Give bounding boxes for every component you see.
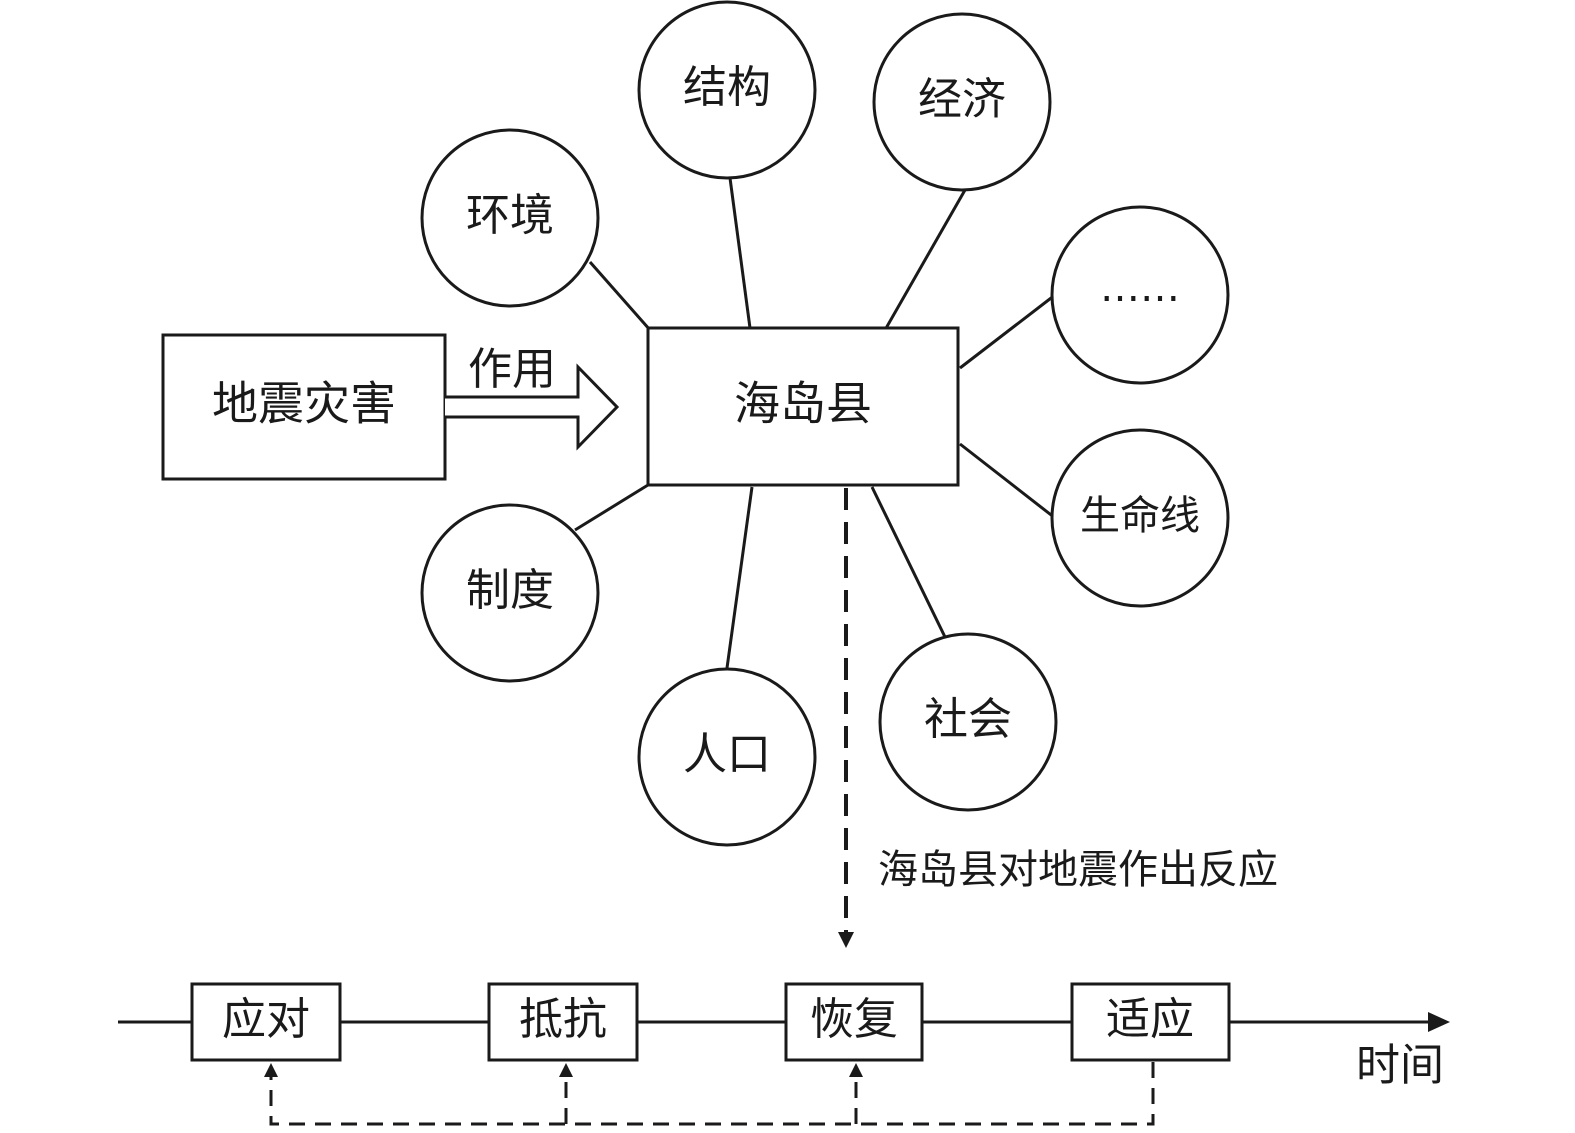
factor-structure-circle [637,0,817,180]
stage-adapt: 适应 [1070,982,1231,1062]
factor-population-label: 人口 [683,729,771,780]
timeline-axis-label: 时间 [1356,1040,1444,1091]
stage-resist: 抵抗 [487,982,639,1062]
factor-structure: 结构 [637,0,817,180]
factor-more-label: …… [1100,265,1180,311]
center-box [646,326,960,487]
hazard-node: 地震灾害 [161,333,447,481]
factor-connectors [574,177,1056,669]
feedback-arrowhead-resist [559,1063,573,1077]
factor-more-circle [1050,205,1230,385]
factor-institution: 制度 [420,503,600,683]
connector-economy [883,189,967,331]
factor-more: …… [1050,205,1230,385]
factor-institution-circle [420,503,600,683]
connector-population [725,486,754,669]
stage-respond-label: 应对 [222,994,310,1045]
stage-recover-box [784,982,924,1062]
factor-economy-circle [872,12,1052,192]
factor-lifeline-circle [1050,428,1230,608]
factor-society: 社会 [878,632,1058,812]
action-arrow: 作用 [445,344,620,451]
stage-adapt-box [1070,982,1231,1062]
factor-structure-label: 结构 [683,62,771,113]
connector-structure [728,177,752,329]
timeline: 时间 应对 抵抗 恢复 适应 [118,982,1450,1091]
factor-population: 人口 [637,667,817,847]
factor-environment: 环境 [420,128,600,308]
stage-recover-label: 恢复 [810,994,898,1045]
feedback-loop [264,1062,1155,1126]
stage-recover: 恢复 [784,982,924,1062]
factor-lifeline-label: 生命线 [1080,493,1200,539]
hazard-label: 地震灾害 [212,377,396,431]
timeline-arrowhead [1428,1012,1450,1032]
stage-respond-box [190,982,342,1062]
action-arrow-shape [445,363,620,451]
feedback-path [269,1062,1155,1126]
factor-economy: 经济 [872,12,1052,192]
response-arrow: 海岛县对地震作出反应 [838,488,1278,948]
factor-society-label: 社会 [924,694,1012,745]
feedback-arrowhead-respond [264,1063,278,1077]
factor-environment-label: 环境 [466,190,554,241]
center-node: 海岛县 [646,326,960,487]
factor-population-circle [637,667,817,847]
stage-resist-box [487,982,639,1062]
response-label: 海岛县对地震作出反应 [878,847,1278,893]
factor-lifeline: 生命线 [1050,428,1230,608]
connector-institution [574,483,649,532]
center-label: 海岛县 [734,377,872,431]
stage-resist-label: 抵抗 [519,994,607,1045]
factor-environment-circle [420,128,600,308]
feedback-arrowhead-recover [849,1063,863,1077]
factor-society-circle [878,632,1058,812]
connector-environment [588,261,652,331]
action-label: 作用 [468,344,556,395]
factor-institution-label: 制度 [466,565,554,616]
hazard-box [161,333,447,481]
connector-lifeline [959,442,1056,520]
connector-society [870,486,947,638]
connector-more [959,293,1056,370]
response-arrowhead [838,932,854,948]
stage-adapt-label: 适应 [1106,994,1194,1045]
factor-economy-label: 经济 [918,74,1006,125]
stage-respond: 应对 [190,982,342,1062]
